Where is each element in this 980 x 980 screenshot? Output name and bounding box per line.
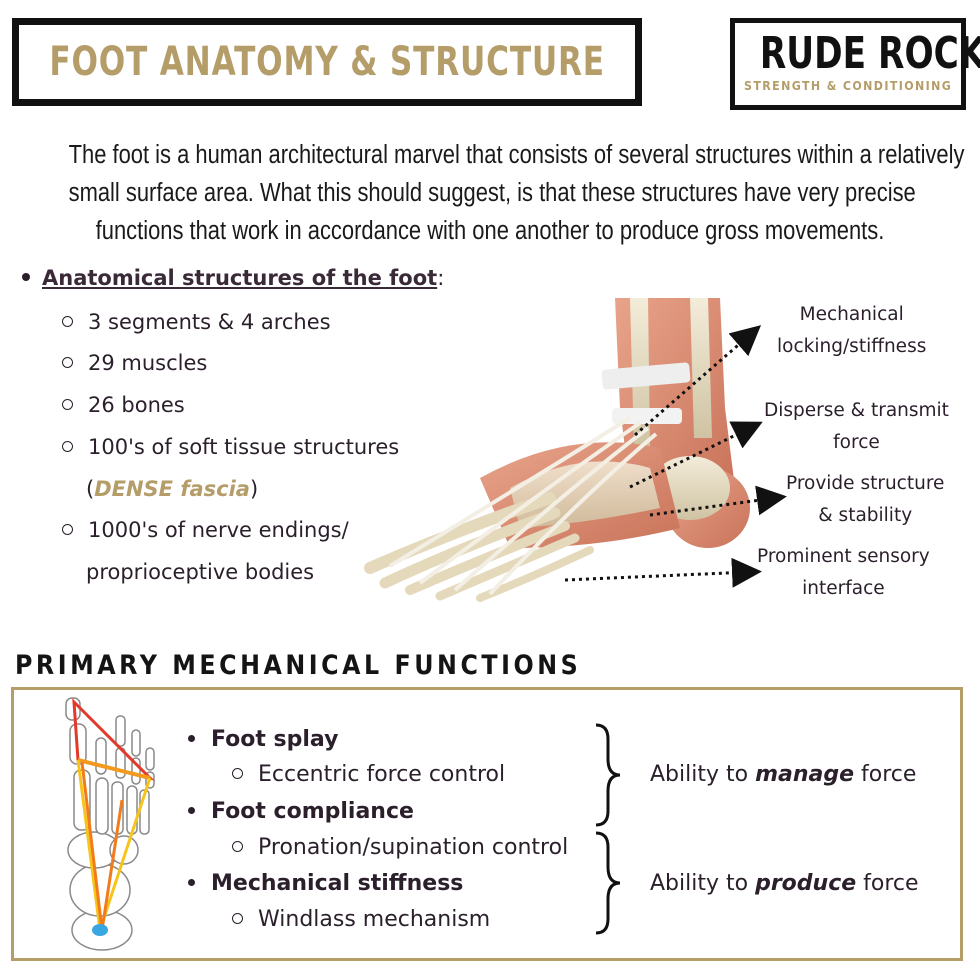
structures-heading-colon: :: [437, 266, 445, 290]
fascia-text: DENSE fascia: [94, 477, 250, 501]
annotation-line: force: [833, 432, 880, 453]
foot-anatomy-illustration: [364, 298, 750, 602]
arrow-3-icon: [649, 485, 787, 517]
list-item: 29 muscles: [62, 351, 207, 375]
functions-box: [11, 687, 963, 961]
logo: RUDE ROCK STRENGTH & CONDITIONING: [730, 18, 980, 110]
function-item-mechanical-stiffness: Mechanical stiffness: [188, 871, 463, 896]
page-title: FOOT ANATOMY & STRUCTURE: [49, 39, 605, 85]
ring-bullet-icon: [62, 440, 73, 452]
brace-manage-icon: [595, 723, 621, 827]
annotation-line: interface: [802, 578, 885, 599]
annotation-line: Disperse & transmit: [764, 400, 949, 421]
ability-text: force: [856, 871, 919, 896]
list-item-text: 26 bones: [88, 393, 185, 417]
title-box: FOOT ANATOMY & STRUCTURE: [12, 18, 642, 106]
ring-bullet-icon: [62, 315, 73, 327]
function-label: Foot splay: [211, 727, 339, 752]
list-item-continuation: proprioceptive bodies: [86, 560, 315, 584]
bullet-icon: [188, 734, 195, 742]
function-sub-item: Windlass mechanism: [232, 907, 490, 932]
list-item-text: 3 segments & 4 arches: [88, 310, 331, 334]
function-sub-text: Windlass mechanism: [258, 907, 491, 932]
list-item: 26 bones: [62, 393, 185, 417]
list-item-text: 29 muscles: [88, 351, 208, 375]
ability-emphasis: produce: [755, 871, 857, 896]
function-item-foot-compliance: Foot compliance: [188, 799, 414, 824]
function-sub-item: Pronation/supination control: [232, 835, 568, 860]
function-sub-text: Pronation/supination control: [258, 835, 569, 860]
brace-icons: [595, 723, 621, 935]
function-label: Mechanical stiffness: [211, 871, 464, 896]
section-title: PRIMARY MECHANICAL FUNCTIONS: [15, 650, 582, 681]
annotation-line: Mechanical: [799, 304, 904, 325]
function-sub-item: Eccentric force control: [232, 762, 505, 787]
bullet-icon: [188, 806, 195, 814]
annotation-line: Prominent sensory: [757, 546, 930, 567]
ring-bullet-icon: [232, 767, 243, 779]
ability-emphasis: manage: [755, 762, 855, 787]
bullet-icon: [188, 878, 195, 886]
bullet-icon: [22, 273, 30, 281]
function-sub-text: Eccentric force control: [258, 762, 506, 787]
intro-line-1: The foot is a human architectural marvel…: [68, 141, 965, 169]
structures-heading: Anatomical structures of the foot:: [22, 266, 444, 290]
ability-text: Ability to: [650, 762, 756, 787]
list-item: 1000's of nerve endings/: [62, 518, 349, 542]
intro-line-3: functions that work in accordance with o…: [95, 217, 885, 245]
function-label: Foot compliance: [211, 799, 414, 824]
list-item-text: 1000's of nerve endings/: [88, 518, 349, 542]
list-item: 100's of soft tissue structures: [62, 435, 399, 459]
arrow-1-icon: [634, 325, 762, 437]
ability-text: Ability to: [650, 871, 756, 896]
arrow-4-icon: [564, 557, 762, 588]
arrow-2-icon: [629, 421, 763, 489]
ring-bullet-icon: [62, 356, 73, 368]
intro-paragraph: The foot is a human architectural marvel…: [0, 136, 980, 250]
ring-bullet-icon: [62, 398, 73, 410]
annotation-line: locking/stiffness: [777, 336, 927, 357]
foot-skeleton-diagram: [65, 697, 155, 951]
ring-bullet-icon: [62, 523, 73, 535]
intro-line-2: small surface area. What this should sug…: [68, 179, 916, 207]
paren-close: ): [249, 477, 259, 501]
annotation-locking: Mechanical locking/stiffness: [777, 299, 926, 363]
structures-heading-text: Anatomical structures of the foot: [42, 266, 438, 290]
paren-open: (: [86, 477, 95, 501]
list-item: 3 segments & 4 arches: [62, 310, 331, 334]
annotation-line: Provide structure: [786, 473, 945, 494]
annotation-sensory: Prominent sensory interface: [757, 541, 930, 605]
ring-bullet-icon: [232, 912, 243, 924]
list-item-text: 100's of soft tissue structures: [88, 435, 400, 459]
ability-produce: Ability to produce force: [650, 871, 919, 896]
fascia-note: (DENSE fascia): [86, 477, 258, 501]
annotation-structure: Provide structure & stability: [786, 468, 944, 532]
brace-produce-icon: [595, 831, 621, 935]
ring-bullet-icon: [232, 840, 243, 852]
annotation-line: & stability: [818, 505, 913, 526]
annotation-disperse: Disperse & transmit force: [764, 395, 949, 459]
logo-sub-text: STRENGTH & CONDITIONING: [744, 79, 953, 93]
function-item-foot-splay: Foot splay: [188, 727, 338, 752]
ability-manage: Ability to manage force: [650, 762, 916, 787]
ability-text: force: [854, 762, 917, 787]
